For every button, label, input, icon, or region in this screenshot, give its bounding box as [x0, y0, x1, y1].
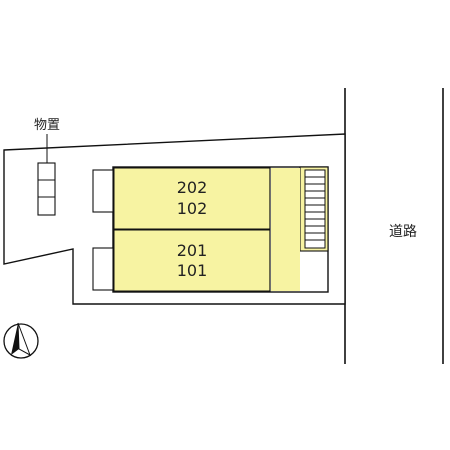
unit-number-202: 202: [177, 178, 208, 197]
road-label: 道路: [389, 224, 417, 240]
stair-steps: [305, 176, 325, 241]
balcony-lower: [92, 247, 114, 291]
unit-upper: [113, 167, 271, 230]
storage-shed: [37, 162, 56, 216]
balcony-upper: [92, 169, 114, 213]
unit-number-102: 102: [177, 199, 208, 218]
north-arrow-icon: [3, 322, 39, 359]
storage-label: 物置: [34, 118, 60, 133]
unit-number-101: 101: [177, 261, 208, 280]
unit-number-201: 201: [177, 241, 208, 260]
stair-flight: [304, 169, 326, 249]
stair-corridor: [271, 168, 300, 291]
unit-lower: [113, 229, 271, 292]
